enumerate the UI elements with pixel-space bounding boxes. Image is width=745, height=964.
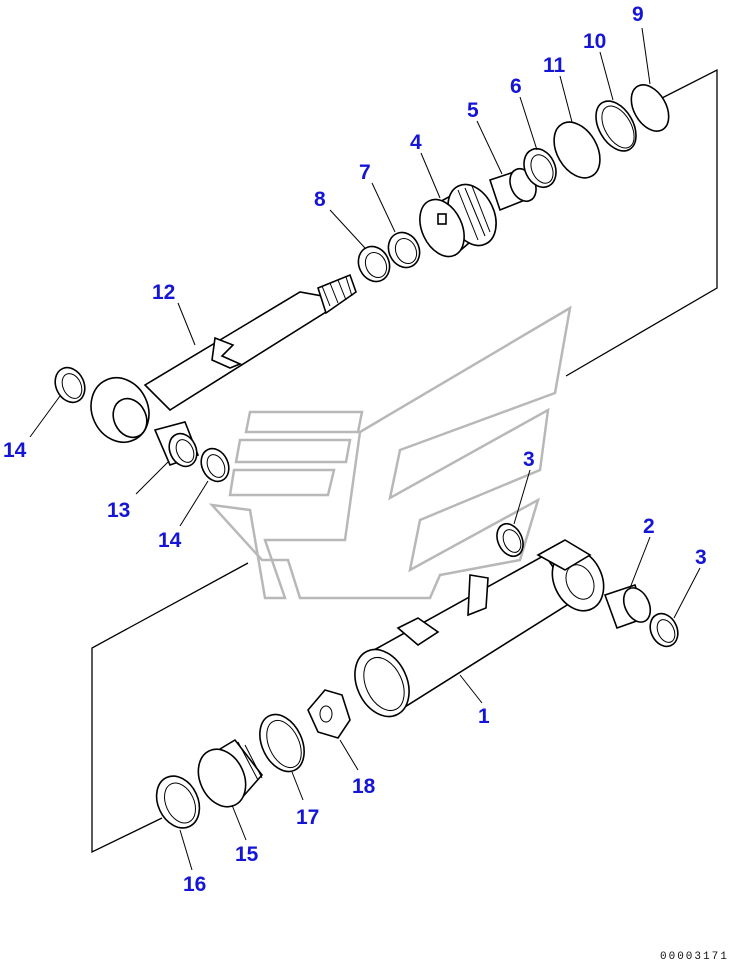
callout-17: 17 bbox=[296, 806, 319, 829]
leader-lines bbox=[29, 27, 701, 871]
callout-11: 11 bbox=[543, 54, 566, 77]
snap-ring-8 bbox=[357, 245, 391, 283]
callout-13: 13 bbox=[107, 499, 130, 522]
callout-18: 18 bbox=[352, 775, 376, 798]
callout-15: 15 bbox=[235, 843, 259, 866]
callout-10: 10 bbox=[583, 30, 606, 53]
callout-1: 1 bbox=[478, 705, 490, 728]
bushing-5 bbox=[488, 167, 537, 212]
callout-9: 9 bbox=[632, 3, 644, 26]
o-ring-11 bbox=[553, 121, 601, 179]
callout-5: 5 bbox=[467, 99, 479, 122]
callout-16: 16 bbox=[183, 873, 206, 896]
o-ring-9 bbox=[630, 84, 670, 132]
bushing-2 bbox=[603, 583, 652, 630]
watermark-logo bbox=[208, 305, 572, 600]
callout-14-lower: 14 bbox=[158, 529, 182, 552]
seal-ring-3-upper bbox=[496, 522, 524, 558]
backup-ring-10 bbox=[595, 100, 637, 152]
piston-15 bbox=[197, 738, 264, 808]
callout-6: 6 bbox=[510, 75, 522, 98]
seal-6 bbox=[523, 147, 557, 189]
bushing-13 bbox=[153, 421, 200, 468]
o-ring-17 bbox=[259, 713, 305, 773]
callout-labels: 9 10 11 6 5 4 8 12 14 13 14 3 2 3 1 18 1… bbox=[3, 3, 707, 896]
callout-3-upper: 3 bbox=[523, 448, 535, 471]
callout-4: 4 bbox=[410, 131, 422, 154]
seal-ring-14-upper bbox=[54, 366, 86, 404]
cylinder-head-4 bbox=[419, 183, 497, 258]
callout-12: 12 bbox=[152, 281, 175, 304]
callout-8: 8 bbox=[314, 188, 326, 211]
assembly-bracket-lines bbox=[91, 68, 718, 854]
nut-18 bbox=[307, 689, 351, 739]
seal-ring-3-lower bbox=[649, 612, 679, 648]
document-number: 00003171 bbox=[660, 951, 729, 963]
callout-3-lower: 3 bbox=[695, 546, 707, 569]
ring-7 bbox=[387, 231, 421, 269]
callout-7-text: 7 bbox=[359, 161, 371, 184]
callout-14-upper: 14 bbox=[3, 439, 27, 462]
seal-16 bbox=[155, 775, 201, 829]
piston-rod bbox=[90, 273, 357, 443]
seal-ring-14-lower bbox=[200, 447, 230, 483]
callout-2: 2 bbox=[643, 515, 655, 538]
cylinder-tube-1 bbox=[354, 539, 605, 718]
